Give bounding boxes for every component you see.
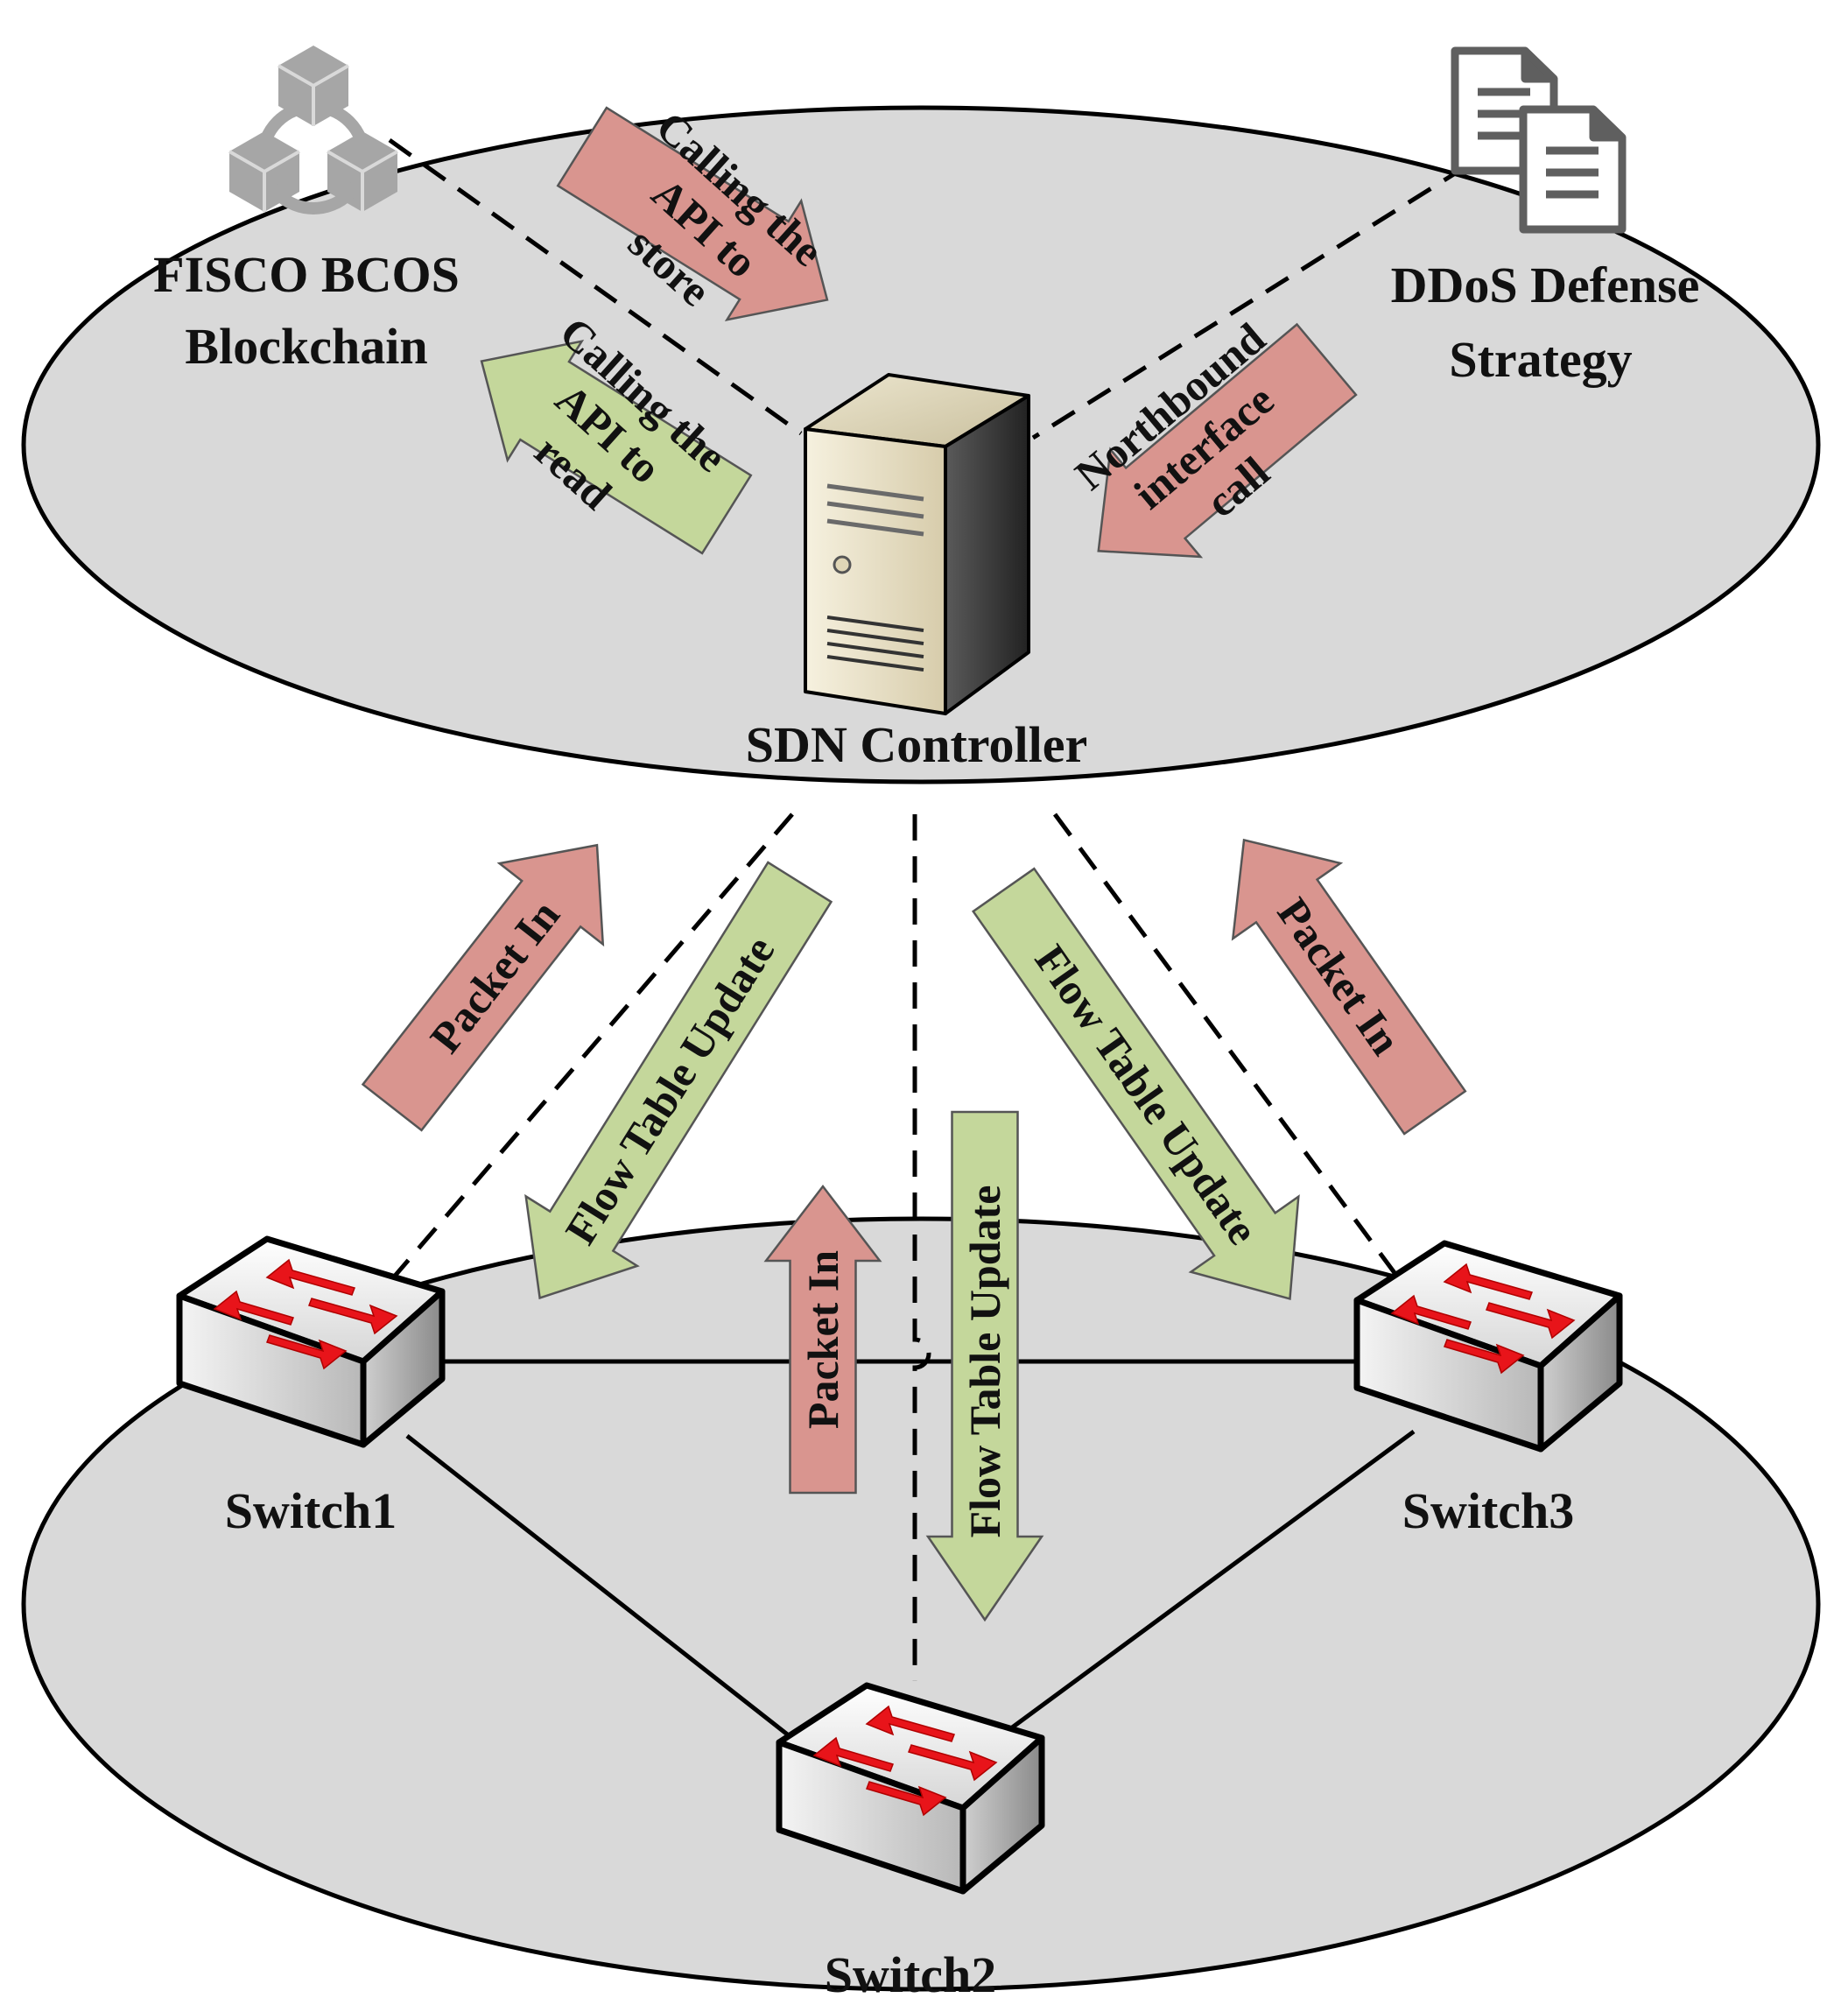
- flow-update-1-label: Flow Table Update: [556, 927, 784, 1252]
- store-arrow: [556, 106, 829, 322]
- switch2-label: Switch2: [825, 1946, 997, 2003]
- flow-update-2-arrow: [925, 1110, 1044, 1622]
- switch3-label: Switch3: [1402, 1482, 1575, 1539]
- blockchain-cubes-icon: [228, 46, 398, 215]
- packet-in-3-arrow: [1231, 838, 1467, 1136]
- packet-in-2-label: Packet In: [798, 1250, 847, 1429]
- link-blockchain-controller: [388, 137, 803, 436]
- blockchain-label-line1: FISCO BCOS: [153, 246, 460, 303]
- link-controller-switch2: [912, 814, 931, 1681]
- link-controller-switch3: [1052, 813, 1408, 1289]
- controller-label: SDN Controller: [746, 716, 1087, 773]
- packet-in-1-arrow: [361, 843, 605, 1132]
- packet-in-2-arrow: [763, 1184, 882, 1495]
- read-arrow: [480, 339, 753, 555]
- flow-update-2-label: Flow Table Update: [960, 1185, 1009, 1538]
- link-switch1-switch2: [405, 1434, 816, 1757]
- data-plane: [21, 1216, 1821, 1992]
- northbound-arrow: [1097, 322, 1358, 559]
- flow-update-1-arrow: [524, 861, 833, 1300]
- link-controller-switch1: [383, 813, 794, 1289]
- defense-label-line1: DDoS Defense: [1391, 257, 1700, 313]
- blockchain-label-line2: Blockchain: [185, 318, 427, 375]
- flow-update-3-arrow: [971, 867, 1300, 1301]
- flow-update-3-label: Flow Table Update: [1026, 936, 1268, 1253]
- defense-label-line2: Strategy: [1449, 331, 1632, 388]
- server-icon: [804, 373, 1030, 715]
- link-switch3-switch2: [996, 1429, 1416, 1741]
- link-defense-controller: [1031, 164, 1468, 440]
- switch1-label: Switch1: [225, 1482, 397, 1539]
- documents-icon: [1451, 46, 1627, 234]
